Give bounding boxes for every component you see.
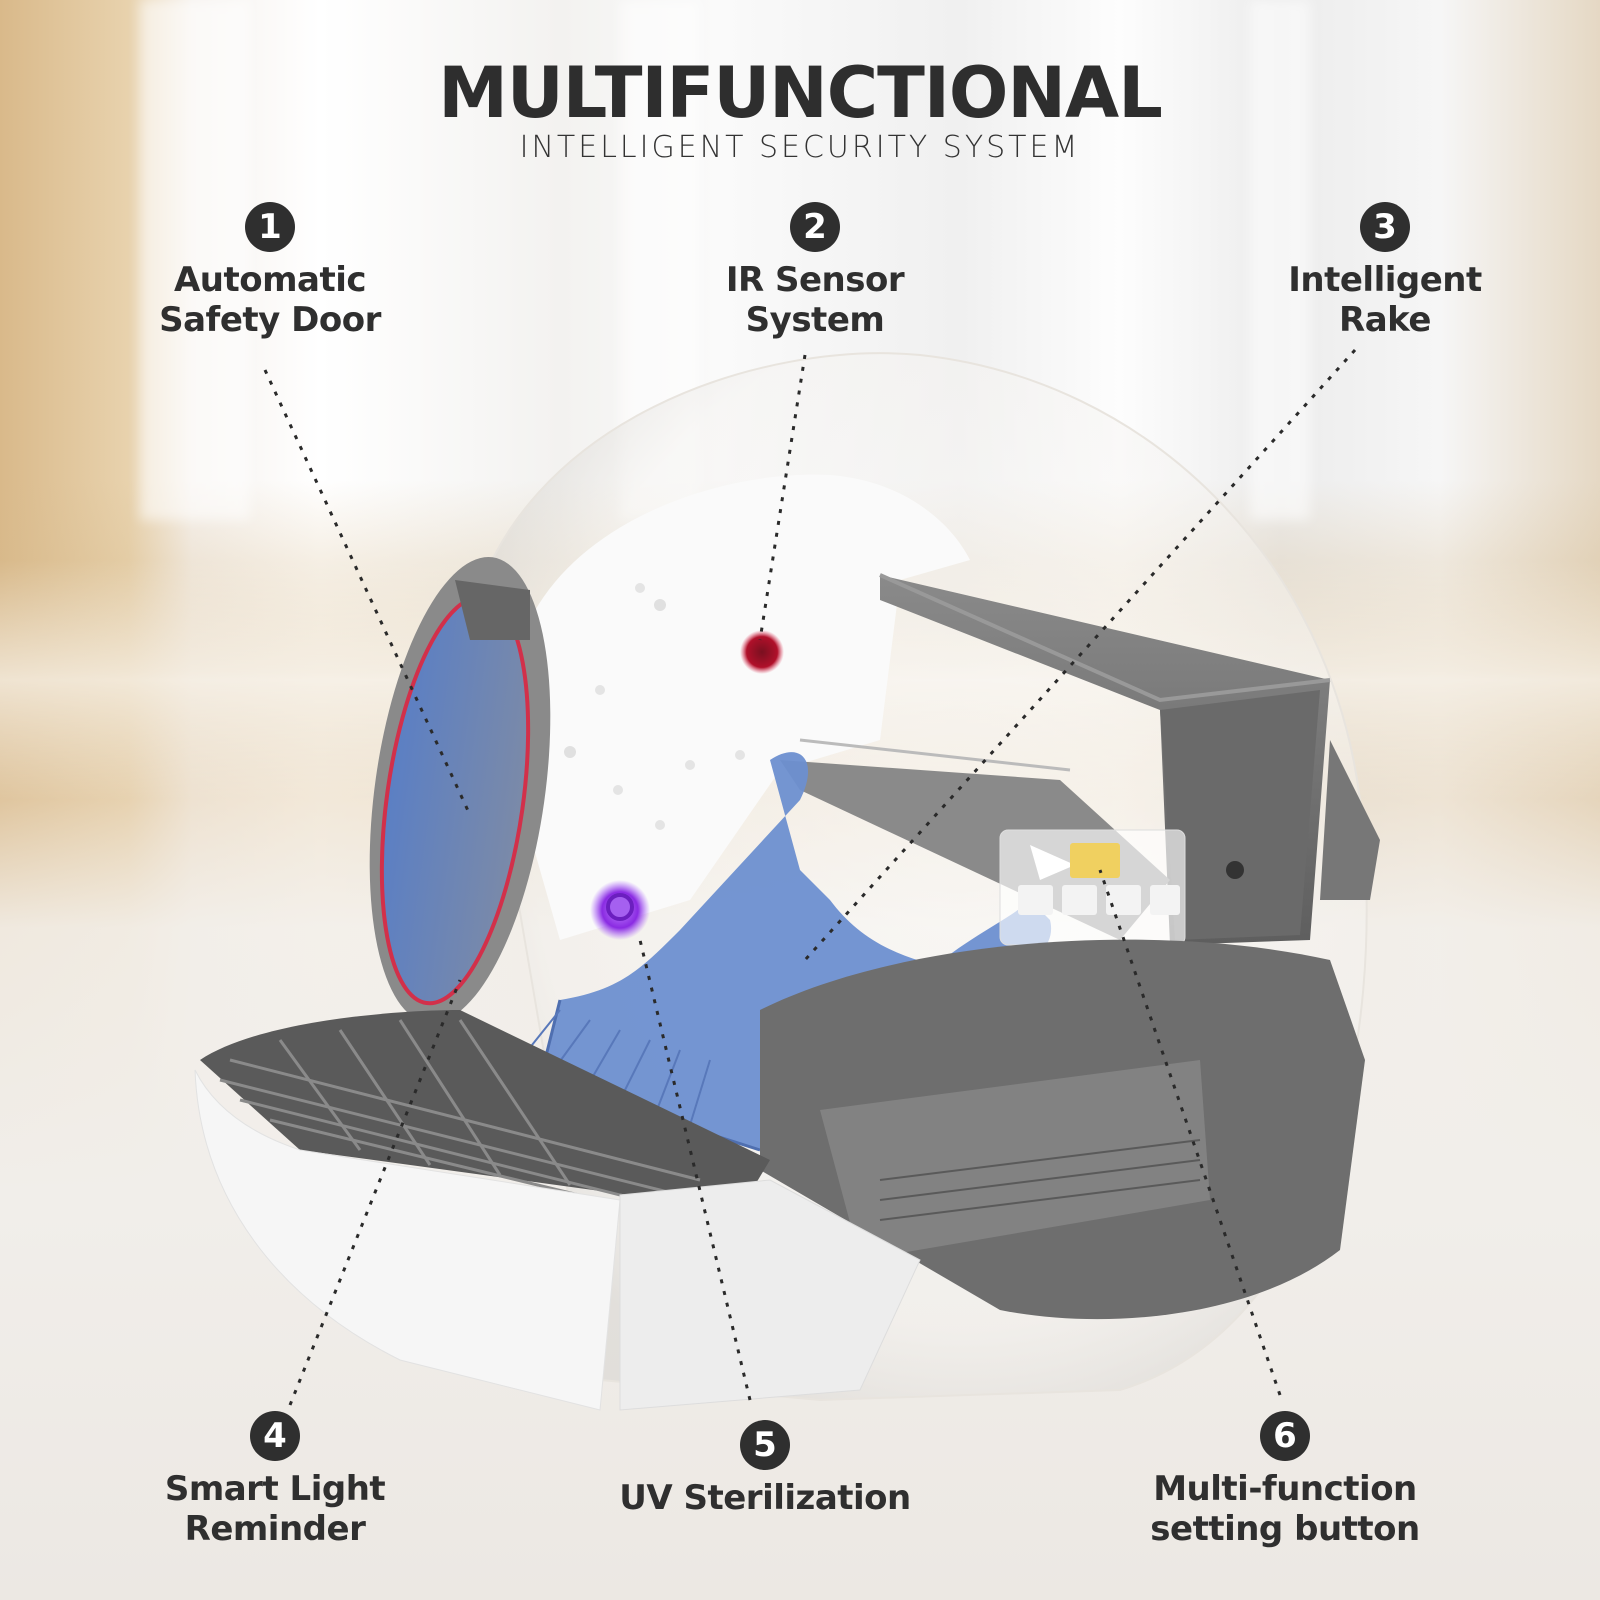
callout-label: UV Sterilization bbox=[619, 1478, 911, 1518]
control-panel bbox=[999, 829, 1186, 946]
callout-automatic-safety-door: 1 Automatic Safety Door bbox=[125, 202, 415, 340]
entrance-grate bbox=[194, 1010, 921, 1411]
callout-multi-function-setting-button: 6 Multi-function setting button bbox=[1110, 1411, 1460, 1549]
callout-label: IR Sensor System bbox=[725, 260, 905, 340]
callout-number-badge: 4 bbox=[250, 1411, 300, 1461]
callout-label: Multi-function setting button bbox=[1150, 1469, 1420, 1549]
callout-label: Smart Light Reminder bbox=[164, 1469, 386, 1549]
callout-label: Automatic Safety Door bbox=[159, 260, 381, 340]
ir-sensor-icon bbox=[740, 630, 784, 674]
callout-number-badge: 3 bbox=[1360, 202, 1410, 252]
callout-number-badge: 6 bbox=[1260, 1411, 1310, 1461]
callout-number-badge: 5 bbox=[740, 1420, 790, 1470]
waste-drawer-upper bbox=[879, 573, 1380, 945]
inner-wall bbox=[520, 474, 970, 940]
lower-housing bbox=[760, 939, 1365, 1320]
callout-intelligent-rake: 3 Intelligent Rake bbox=[1235, 202, 1535, 340]
callout-label: Intelligent Rake bbox=[1288, 260, 1482, 340]
indicator-light-icon bbox=[1070, 843, 1120, 878]
callout-number-badge: 1 bbox=[245, 202, 295, 252]
callout-ir-sensor-system: 2 IR Sensor System bbox=[670, 202, 960, 340]
window-light bbox=[140, 0, 250, 520]
safety-door bbox=[369, 556, 551, 1024]
callout-smart-light-reminder: 4 Smart Light Reminder bbox=[130, 1411, 420, 1549]
leader-lines bbox=[263, 348, 1357, 1406]
page-title: MULTIFUNCTIONAL bbox=[438, 52, 1163, 134]
window-light bbox=[1250, 0, 1310, 520]
callout-number-badge: 2 bbox=[790, 202, 840, 252]
callout-uv-sterilization: 5 UV Sterilization bbox=[580, 1420, 950, 1518]
page-subtitle: INTELLIGENT SECURITY SYSTEM bbox=[519, 130, 1081, 165]
